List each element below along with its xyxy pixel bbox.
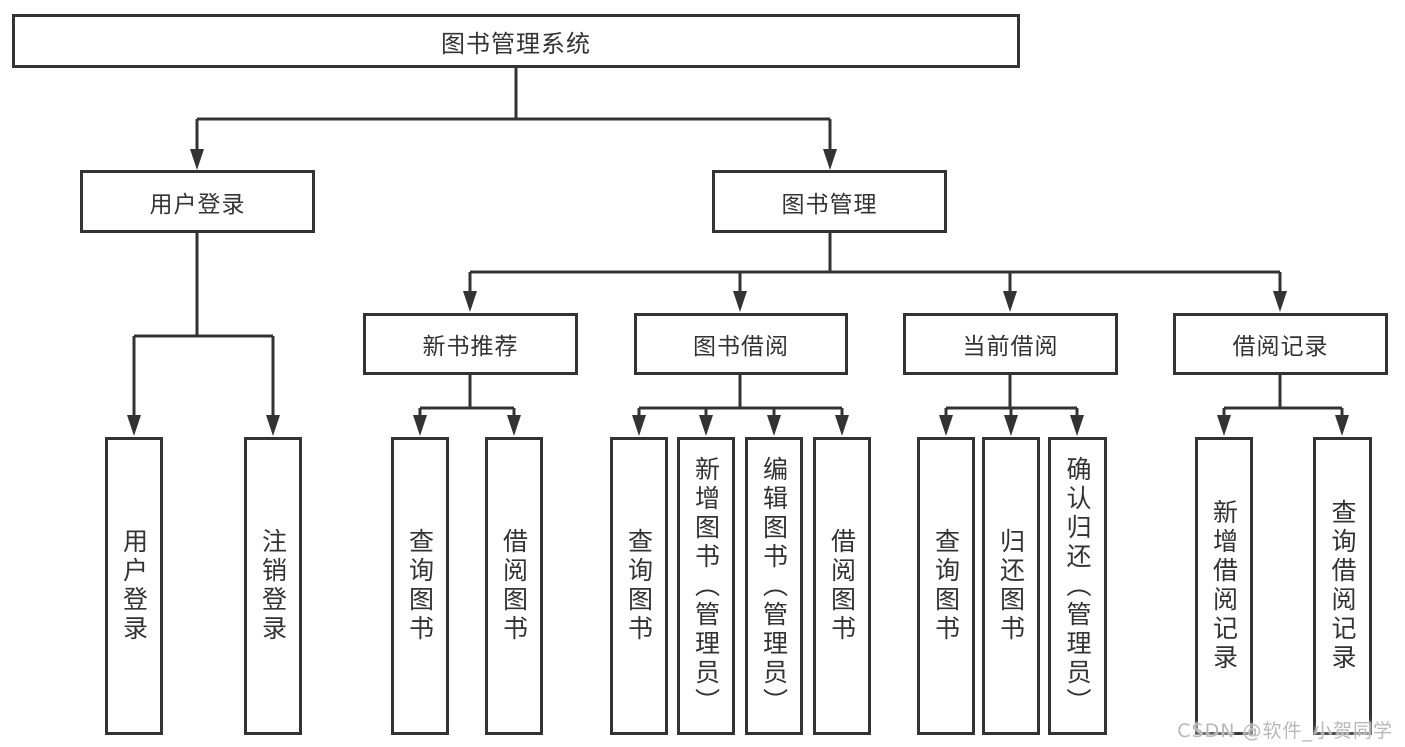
node-label: 新书推荐: [422, 334, 519, 360]
leaf-label: 查询图书: [405, 528, 435, 644]
leaf-label: 归还图书: [996, 528, 1026, 644]
leaf-confirm-return-admin: 确认归还（管理员）: [1048, 437, 1107, 735]
leaf-label: 借阅图书: [827, 528, 857, 644]
node-book-management: 图书管理: [712, 170, 947, 233]
node-new-book-recommend: 新书推荐: [363, 313, 578, 375]
node-borrow-records: 借阅记录: [1173, 313, 1388, 375]
node-label: 借阅记录: [1232, 334, 1329, 360]
leaf-label: 查询图书: [931, 528, 961, 644]
leaf-query-books-borrow: 查询图书: [610, 437, 668, 735]
leaf-add-books-admin: 新增图书（管理员）: [677, 437, 735, 735]
leaf-query-books-newbook: 查询图书: [391, 437, 449, 735]
leaf-query-borrow-record: 查询借阅记录: [1313, 437, 1372, 735]
node-label: 图书借阅: [693, 334, 789, 360]
leaf-label: 编辑图书（管理员）: [759, 455, 789, 717]
leaf-edit-books-admin: 编辑图书（管理员）: [745, 437, 803, 735]
connector-current-borrow-branch: [939, 375, 1084, 436]
leaf-label: 借阅图书: [499, 528, 529, 644]
leaf-add-borrow-record: 新增借阅记录: [1195, 437, 1253, 735]
connector-new-book-branch: [413, 375, 521, 436]
csdn-watermark: CSDN @软件_小贺同学: [1177, 720, 1393, 742]
connector-root-to-level2: [190, 68, 837, 170]
leaf-label: 查询借阅记录: [1328, 499, 1357, 673]
node-label: 图书管理: [781, 191, 878, 218]
leaf-label: 新增借阅记录: [1209, 499, 1239, 673]
node-label: 图书管理系统: [441, 29, 591, 58]
connector-book-management-branch: [463, 233, 1287, 312]
node-current-borrow: 当前借阅: [903, 313, 1118, 375]
connector-user-login-branch: [127, 233, 280, 436]
leaf-query-books-current: 查询图书: [917, 437, 975, 735]
node-book-borrow: 图书借阅: [634, 313, 848, 375]
leaf-label: 用户登录: [119, 528, 149, 644]
node-label: 当前借阅: [962, 334, 1059, 360]
connector-borrow-records-branch: [1217, 375, 1349, 436]
leaf-return-books: 归还图书: [982, 437, 1040, 735]
leaf-label: 确认归还（管理员）: [1063, 455, 1092, 717]
node-label: 用户登录: [149, 191, 246, 218]
leaf-logout: 注销登录: [244, 437, 302, 735]
node-user-login: 用户登录: [80, 170, 315, 233]
leaf-user-login: 用户登录: [105, 437, 163, 735]
node-library-management-system: 图书管理系统: [12, 14, 1020, 68]
leaf-label: 新增图书（管理员）: [691, 455, 721, 717]
leaf-label: 注销登录: [258, 528, 288, 644]
leaf-label: 查询图书: [624, 528, 654, 644]
leaf-borrow-books: 借阅图书: [813, 437, 871, 735]
connector-book-borrow-branch: [632, 375, 849, 436]
leaf-borrow-books-newbook: 借阅图书: [485, 437, 543, 735]
